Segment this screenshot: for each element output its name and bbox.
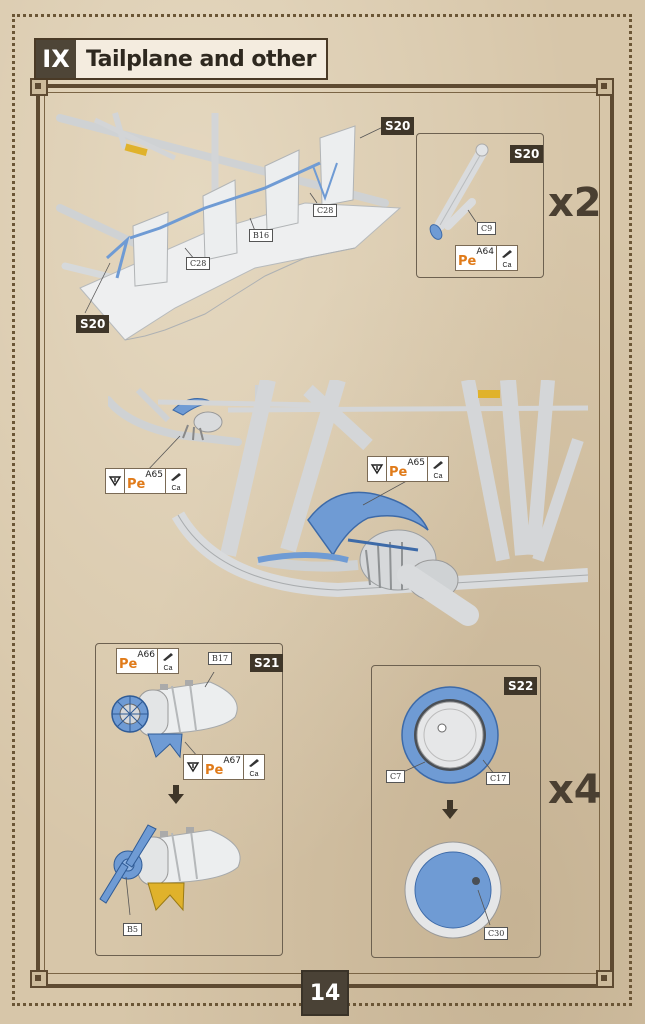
detail-step-tag: S20 [510, 145, 544, 163]
pe-part-a65-large: Pe A65 Ca [367, 456, 449, 482]
page-number: 14 [301, 970, 349, 1016]
glue-icon: Ca [165, 469, 186, 493]
engine-with-propeller-illustration [99, 824, 241, 916]
pe-label: Pe A67 [203, 755, 243, 779]
part-label-c7: C7 [386, 770, 406, 783]
pe-word: Pe [205, 763, 224, 778]
part-label-c28: C28 [313, 204, 338, 217]
pe-word: Pe [119, 657, 138, 672]
glue-icon: Ca [157, 649, 178, 673]
pe-part-a67: Pe A67 Ca [183, 754, 265, 780]
pe-word: Pe [458, 254, 477, 269]
section-title-text: Tailplane and other [86, 46, 316, 72]
pe-label: Pe A65 [387, 457, 427, 481]
frame-corner [596, 78, 614, 96]
pe-part-a64: Pe A64 Ca [455, 245, 518, 271]
engine-assembly-illustration [111, 672, 238, 759]
step-tag-s20-lower: S20 [76, 315, 110, 333]
step-panel-s22 [371, 665, 541, 958]
pe-number: A66 [137, 650, 155, 660]
section-number: IX [36, 40, 76, 78]
part-label-b17: B17 [208, 652, 233, 665]
pe-number: A65 [407, 458, 425, 468]
step-tag-s22: S22 [504, 677, 538, 695]
part-label-b5: B5 [123, 923, 142, 936]
glue-label: Ca [163, 665, 173, 672]
attention-icon [106, 469, 125, 493]
multiplier-x2: x2 [548, 180, 602, 226]
part-label-c9: C9 [477, 222, 497, 235]
step-panel-s21 [95, 643, 283, 956]
pe-number: A65 [145, 470, 163, 480]
attention-icon [184, 755, 203, 779]
glue-label: Ca [249, 771, 259, 778]
strut-detail-illustration [429, 143, 489, 240]
step-tag-s21: S21 [250, 654, 284, 672]
step-tag-s20: S20 [381, 117, 415, 135]
pe-number: A64 [476, 247, 494, 257]
part-label-c30: C30 [484, 927, 509, 940]
part-label-c17: C17 [486, 772, 511, 785]
glue-icon: Ca [427, 457, 448, 481]
pe-part-a65-small: Pe A65 Ca [105, 468, 187, 494]
frame-corner [30, 78, 48, 96]
frame-corner [596, 970, 614, 988]
arrow-down-icon [168, 785, 184, 804]
part-label-c28: C28 [186, 257, 211, 270]
tailplane-illustration [56, 112, 402, 341]
pe-label: Pe A66 [117, 649, 157, 673]
pe-number: A67 [223, 756, 241, 766]
wheel-hub-illustration [401, 686, 499, 784]
part-label-b16: B16 [249, 229, 274, 242]
tail-skid-illustration [108, 380, 588, 626]
frame-corner [30, 970, 48, 988]
glue-label: Ca [502, 262, 512, 269]
glue-icon: Ca [496, 246, 517, 270]
arrow-down-icon [442, 800, 458, 819]
wheel-cover-illustration [404, 841, 502, 939]
attention-icon [368, 457, 387, 481]
glue-icon: Ca [243, 755, 264, 779]
pe-label: Pe A64 [456, 246, 496, 270]
detail-callout-s20 [416, 133, 544, 278]
pe-word: Pe [389, 465, 408, 480]
glue-label: Ca [433, 473, 443, 480]
multiplier-x4: x4 [548, 767, 602, 813]
section-title: IX Tailplane and other [34, 38, 328, 80]
pe-label: Pe A65 [125, 469, 165, 493]
glue-label: Ca [171, 485, 181, 492]
pe-part-a66: Pe A66 Ca [116, 648, 179, 674]
pe-word: Pe [127, 477, 146, 492]
